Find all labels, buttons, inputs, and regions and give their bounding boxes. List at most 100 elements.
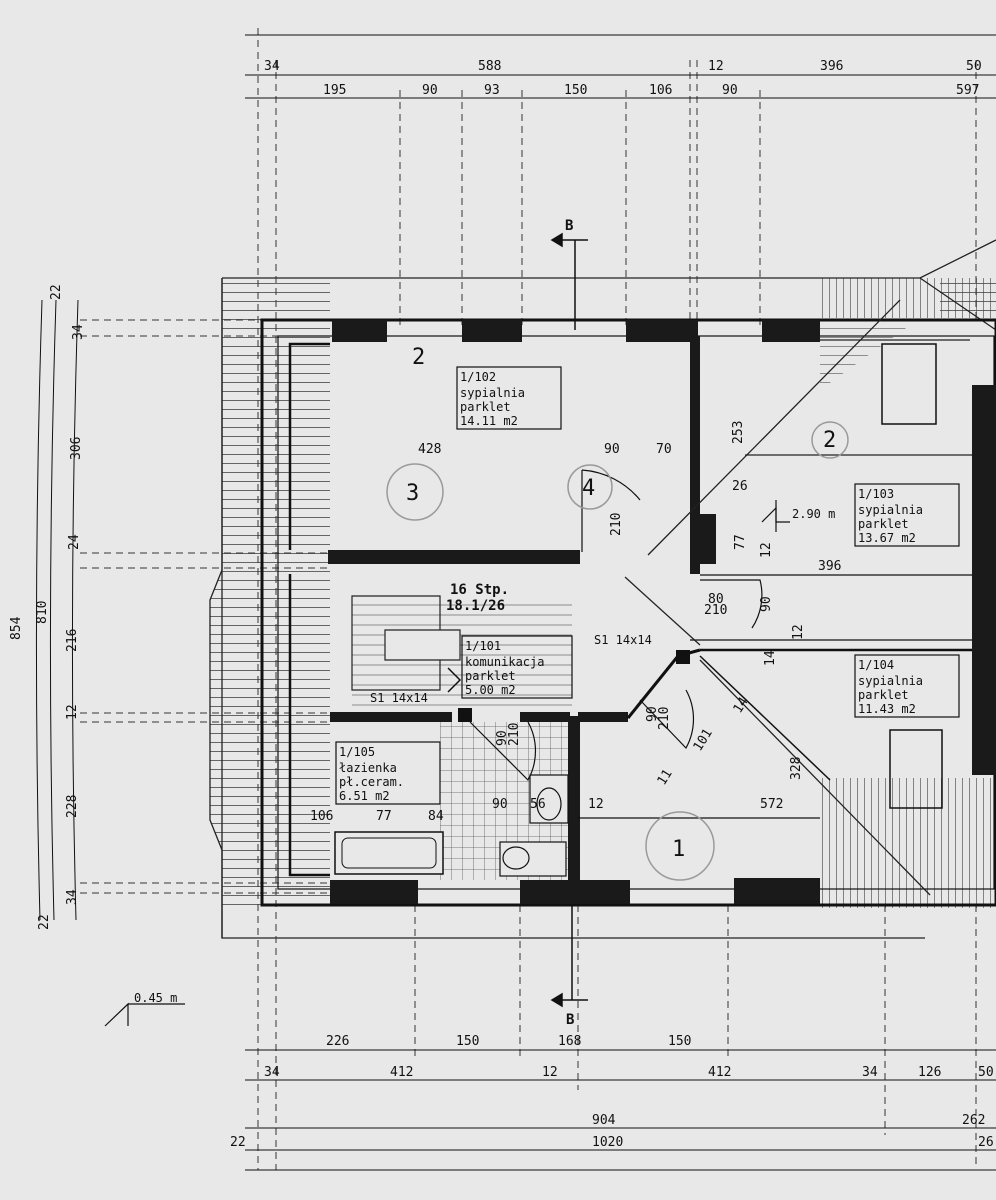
handwritten-mark-door: 4 (582, 476, 595, 501)
column-1 (676, 650, 690, 664)
svg-text:12: 12 (708, 59, 724, 74)
room-area: 5.00 m2 (465, 683, 516, 697)
room-number: 1/103 (858, 487, 894, 501)
room-area: 14.11 m2 (460, 414, 518, 428)
room-name: sypialnia (858, 674, 923, 688)
section-label-bottom: B (566, 1012, 574, 1028)
column-2 (458, 708, 472, 722)
stairs-steps: 16 Stp. (450, 582, 509, 598)
room-number: 1/105 (339, 745, 375, 759)
svg-text:210: 210 (704, 603, 727, 618)
svg-text:90: 90 (722, 83, 738, 98)
room-name: sypialnia (858, 503, 923, 517)
left-dim-810: 810 (35, 601, 50, 624)
svg-text:306: 306 (69, 437, 84, 460)
left-dim-22-bottom: 22 (37, 914, 52, 930)
svg-text:90: 90 (492, 797, 508, 812)
room-1-103: 1/103 sypialnia parklet 13.67 m2 (858, 487, 923, 545)
roof-slope-lines (624, 299, 972, 896)
level-marker-lower (104, 1002, 185, 1027)
svg-text:428: 428 (418, 442, 441, 457)
section-label-top: B (565, 218, 573, 234)
column-label-1: S1 14x14 (594, 633, 652, 647)
svg-text:572: 572 (760, 797, 783, 812)
svg-text:396: 396 (820, 59, 843, 74)
svg-text:253: 253 (731, 421, 746, 444)
svg-text:904: 904 (592, 1113, 616, 1128)
bathroom (334, 722, 569, 880)
roof-outline (209, 239, 996, 939)
room-1-104: 1/104 sypialnia parklet 11.43 m2 (858, 658, 923, 716)
svg-text:12: 12 (542, 1065, 558, 1080)
handwritten-circle-room-101: 1 (672, 837, 685, 862)
svg-text:22: 22 (49, 284, 64, 300)
column-label-2: S1 14x14 (370, 691, 428, 705)
room-floor: parklet (858, 517, 909, 531)
level-lower: 0.45 m (134, 991, 177, 1005)
svg-text:106: 106 (310, 809, 333, 824)
svg-text:126: 126 (918, 1065, 941, 1080)
svg-text:34: 34 (264, 59, 280, 74)
interior-dimensions: 428 90 70 253 26 77 12 396 80 210 90 210… (310, 421, 841, 824)
handwritten-marks (386, 421, 849, 881)
room-number: 1/102 (460, 370, 496, 384)
svg-text:90: 90 (495, 730, 510, 746)
room-name: sypialnia (460, 386, 525, 400)
room-floor: parklet (460, 400, 511, 414)
svg-text:90: 90 (759, 596, 774, 612)
svg-text:90: 90 (645, 706, 660, 722)
svg-text:210: 210 (507, 723, 522, 746)
svg-text:150: 150 (456, 1034, 479, 1049)
stairs-ratio: 18.1/26 (446, 598, 505, 614)
level-marker-upper (761, 500, 790, 532)
svg-text:106: 106 (649, 83, 672, 98)
svg-text:396: 396 (818, 559, 841, 574)
svg-text:210: 210 (609, 513, 624, 536)
svg-text:14: 14 (763, 650, 778, 666)
svg-text:226: 226 (326, 1034, 349, 1049)
level-upper: 2.90 m (792, 507, 835, 521)
section-marker-top (550, 232, 588, 330)
svg-text:597: 597 (956, 83, 979, 98)
svg-text:195: 195 (323, 83, 346, 98)
svg-text:228: 228 (65, 795, 80, 818)
svg-text:34: 34 (65, 889, 80, 905)
svg-text:90: 90 (422, 83, 438, 98)
room-label-boxes (335, 366, 960, 805)
bottom-dims-row3: 904 262 (592, 1113, 985, 1128)
svg-text:12: 12 (65, 704, 80, 720)
room-number: 1/101 (465, 639, 501, 653)
svg-text:412: 412 (708, 1065, 731, 1080)
svg-text:84: 84 (428, 809, 444, 824)
svg-text:328: 328 (789, 757, 804, 780)
svg-text:12: 12 (791, 624, 806, 640)
svg-text:93: 93 (484, 83, 500, 98)
svg-text:1020: 1020 (592, 1135, 623, 1150)
svg-text:14: 14 (731, 695, 752, 716)
room-area: 6.51 m2 (339, 789, 390, 803)
room-1-101: 1/101 komunikacja parklet 5.00 m2 (465, 639, 544, 697)
handwritten-circle-room-103: 2 (823, 428, 836, 453)
top-dimension-lines (245, 34, 996, 99)
left-dimension-lines (35, 299, 79, 921)
section-marker-bottom (550, 905, 588, 1008)
svg-text:34: 34 (71, 324, 86, 340)
bottom-dims-row2: 34 412 12 412 34 126 50 (264, 1065, 994, 1080)
room-floor: pł.ceram. (339, 775, 404, 789)
bottom-dims-row4: 22 1020 26 (230, 1135, 994, 1150)
svg-text:210: 210 (657, 707, 672, 730)
door-swings (469, 469, 763, 781)
svg-text:11: 11 (655, 767, 676, 788)
svg-text:70: 70 (656, 442, 672, 457)
svg-text:262: 262 (962, 1113, 985, 1128)
svg-text:77: 77 (376, 809, 392, 824)
svg-text:77: 77 (733, 534, 748, 550)
left-dim-854: 854 (9, 616, 24, 640)
top-dims-row1: 34 588 12 396 50 (264, 59, 982, 74)
room-area: 13.67 m2 (858, 531, 916, 545)
room-area: 11.43 m2 (858, 702, 916, 716)
room-name: komunikacja (465, 655, 544, 669)
svg-text:90: 90 (604, 442, 620, 457)
top-dims-row2: 195 90 93 150 106 90 597 (323, 83, 979, 98)
